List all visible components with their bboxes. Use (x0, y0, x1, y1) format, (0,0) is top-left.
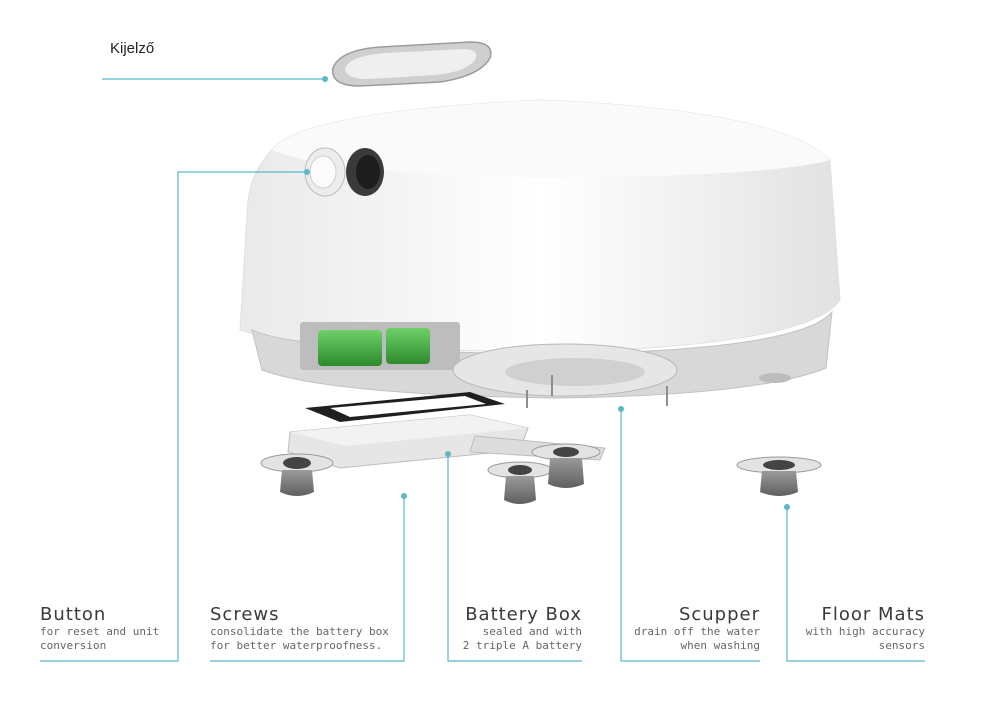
leader-screws (210, 496, 405, 662)
callout-button: Button for reset and unit conversion (40, 604, 159, 653)
foot-right (736, 456, 822, 496)
callout-screws-title: Screws (210, 604, 280, 625)
leader-battery-box (447, 454, 582, 662)
gasket (305, 392, 505, 422)
callout-floor-mats-desc: with high accuracy sensors (805, 625, 925, 652)
callout-scupper-title: Scupper (678, 604, 760, 625)
sensor-port (346, 148, 384, 196)
foot-middle (487, 461, 553, 504)
callout-button-title: Button (40, 604, 107, 625)
leader-lines (40, 78, 925, 662)
leader-dots (304, 76, 790, 510)
callout-floor-mats: Floor Mats with high accuracy sensors (806, 604, 925, 653)
callout-floor-mats-title: Floor Mats (821, 604, 925, 625)
callout-screws-desc: consolidate the battery box for better w… (210, 625, 389, 652)
battery-cells (318, 328, 430, 366)
callout-screws: Screws consolidate the battery box for b… (210, 604, 389, 653)
callout-battery-box-desc: sealed and with 2 triple A battery (462, 625, 582, 652)
device-body (239, 99, 841, 353)
reset-button (304, 147, 346, 197)
foot-center-right (531, 443, 601, 488)
internal-chassis (251, 310, 833, 399)
callout-button-desc: for reset and unit conversion (40, 625, 160, 652)
callout-battery-box: Battery Box sealed and with 2 triple A b… (463, 604, 582, 653)
display-lens (332, 41, 492, 87)
callout-scupper: Scupper drain off the water when washing (634, 604, 760, 653)
foot-left (260, 453, 334, 496)
callout-scupper-desc: drain off the water when washing (634, 625, 760, 652)
leader-button (40, 171, 307, 662)
display-label: Kijelző (110, 40, 155, 57)
callout-battery-box-title: Battery Box (465, 604, 582, 625)
leader-scupper (620, 409, 760, 662)
leader-floor-mats (786, 507, 925, 662)
